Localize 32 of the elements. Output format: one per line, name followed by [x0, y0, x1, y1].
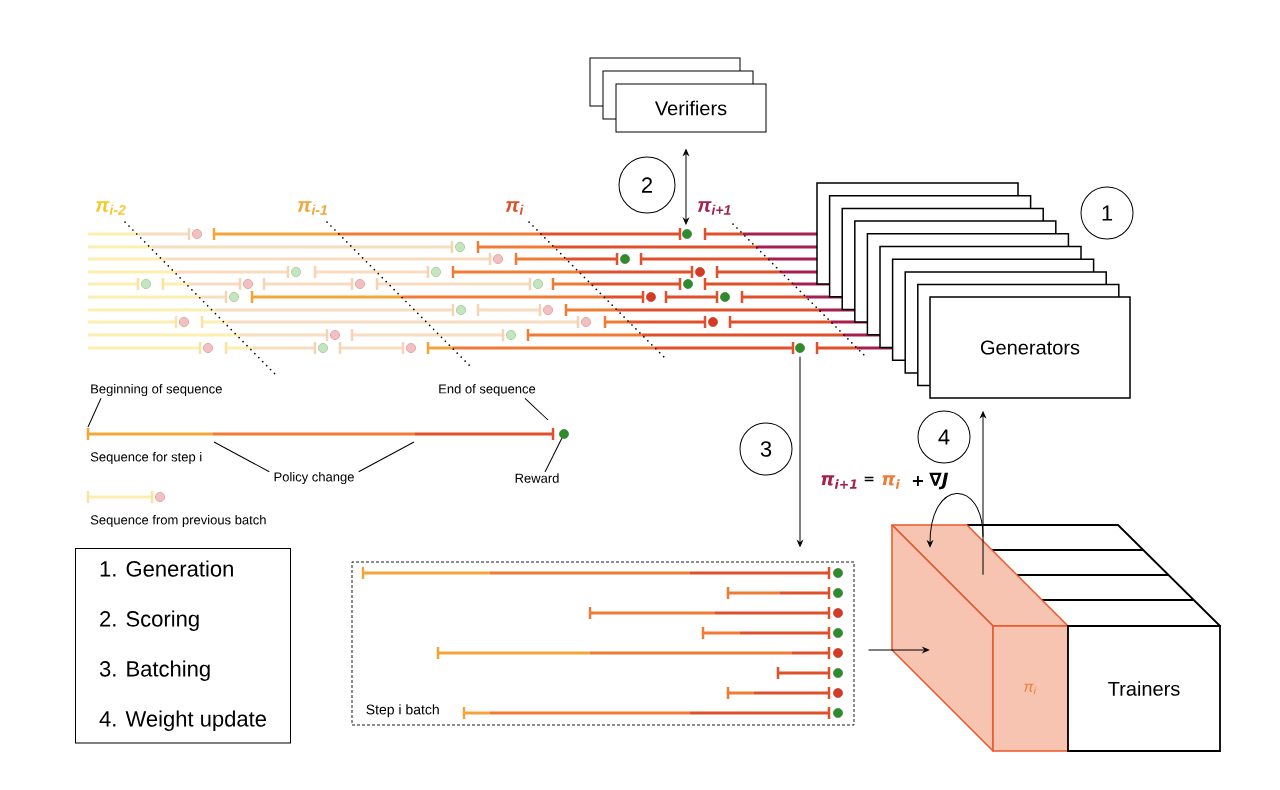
- policy-label: π$_{i+1}$: [697, 201, 731, 215]
- policy-label: π$_{i-2}$: [95, 201, 126, 215]
- arrow: [980, 411, 986, 576]
- leader-line: [358, 441, 415, 473]
- leader-line: [544, 437, 563, 473]
- shaded-block: π$_{i}$: [891, 524, 1069, 752]
- verifier-stack: Verifiers: [589, 57, 767, 133]
- curved-arrow: [927, 492, 984, 548]
- leader-line: [524, 397, 549, 421]
- node-label: π$_{i}$: [1024, 683, 1037, 695]
- trainer-box: Trainers: [1067, 625, 1221, 752]
- annotation-text: Beginning of sequence: [91, 383, 222, 397]
- formula-text: π$_{i}$: [882, 475, 900, 489]
- batch-box: Step i batch: [351, 561, 855, 726]
- leader-line: [87, 397, 102, 428]
- policy-label: π$_{i-1}$: [297, 201, 328, 215]
- caption-text: Sequence from previous batch: [90, 514, 266, 528]
- leader-line: [213, 441, 270, 473]
- formula-text: π$_{i+1}$: [821, 475, 857, 489]
- caption-text: Sequence for step i: [90, 451, 202, 465]
- formula-text: =: [864, 476, 874, 482]
- legend-box: 1. Generation 2. Scoring 3. Batching 4. Weight update: [75, 548, 291, 744]
- formula-text: +: [912, 476, 923, 486]
- formula-text: ∇J: [929, 472, 949, 490]
- annotation-text: Reward: [515, 473, 559, 483]
- arrow: [867, 647, 930, 653]
- policy-label: π$_{i}$: [505, 201, 524, 215]
- annotation-text: End of sequence: [439, 383, 536, 397]
- node-label: Generators: [980, 340, 1080, 355]
- arrow: [797, 356, 803, 547]
- arrow: [683, 149, 689, 225]
- annotation-text: Policy change: [274, 471, 354, 485]
